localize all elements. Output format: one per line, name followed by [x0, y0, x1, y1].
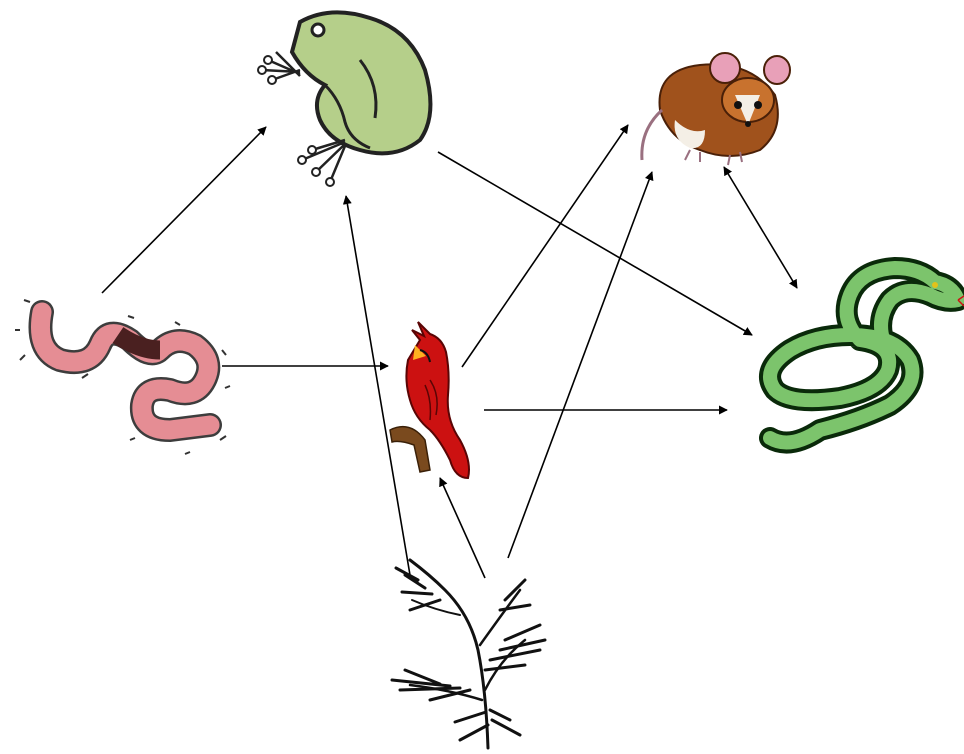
- cardinal-bird-icon: [390, 322, 469, 478]
- arrow-frog-to-snake: [438, 152, 752, 335]
- arrow-mouse-to-snake: [724, 167, 797, 288]
- mouse-icon: [642, 53, 790, 165]
- frog-icon: [258, 12, 430, 186]
- worm-icon: [15, 300, 230, 454]
- plant-icon: [392, 560, 545, 748]
- snake-icon: [770, 268, 964, 443]
- arrow-plant-to-frog: [346, 196, 410, 575]
- arrow-plant-to-mouse: [508, 172, 652, 558]
- arrow-plant-to-bird: [440, 478, 485, 578]
- arrow-bird-to-mouse: [462, 125, 628, 367]
- arrow-worm-to-frog: [102, 127, 266, 293]
